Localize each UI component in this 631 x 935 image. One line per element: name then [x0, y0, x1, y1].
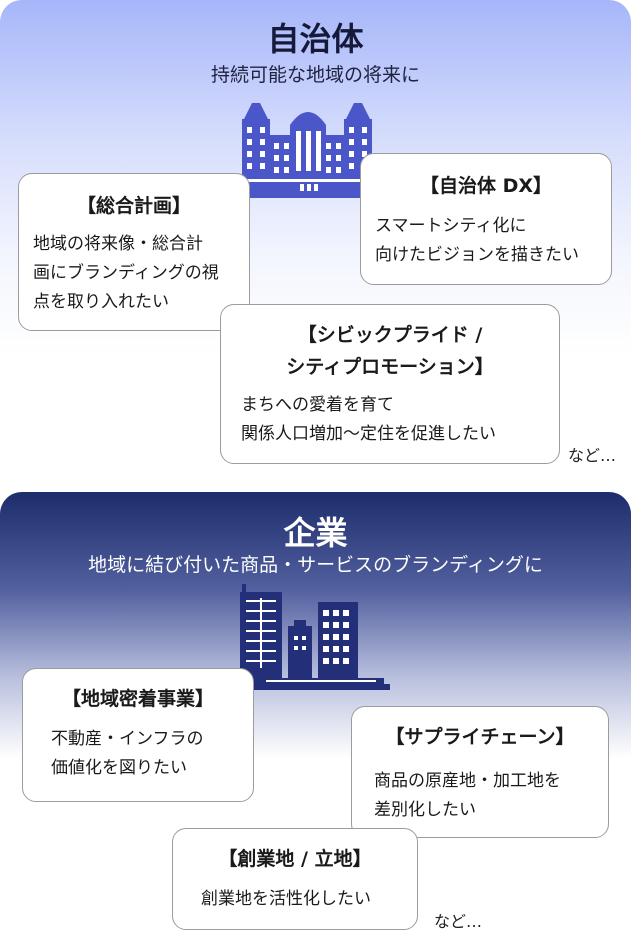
etc-label: など… [568, 446, 617, 465]
office-buildings-icon [228, 584, 390, 690]
card-title: 【サプライチェーン】 [385, 726, 575, 748]
card-body: まちへの愛着を育て 関係人口増加〜定住を促進したい [241, 395, 496, 444]
card-civic-pride: 【シビックプライド / シティプロモーション】 まちへの愛着を育て 関係人口増加… [220, 304, 560, 464]
corporate-title: 企業 [283, 514, 348, 552]
card-title: 【総合計画】 [76, 195, 191, 217]
card-title: 【創業地 / 立地】 [218, 848, 372, 870]
corporate-section: 企業 地域に結び付いた商品・サービスのブランディングに [0, 492, 631, 935]
card-founding-site: 【創業地 / 立地】 創業地を活性化したい [172, 828, 418, 930]
government-section: 自治体 持続可能な地域の将来に [0, 0, 631, 475]
card-municipal-dx: 【自治体 DX】 スマートシティ化に 向けたビジョンを描きたい [360, 153, 612, 285]
etc-label: など… [434, 912, 483, 931]
card-title: 【地域密着事業】 [61, 688, 214, 710]
card-body: 創業地を活性化したい [201, 889, 371, 909]
card-local-business: 【地域密着事業】 不動産・インフラの 価値化を図りたい [22, 668, 254, 802]
card-title: 【シビックプライド / シティプロモーション】 [286, 324, 494, 378]
card-body: スマートシティ化に 向けたビジョンを描きたい [375, 216, 579, 265]
card-supply-chain: 【サプライチェーン】 商品の原産地・加工地を 差別化したい [351, 706, 609, 838]
card-body: 不動産・インフラの 価値化を図りたい [51, 729, 204, 778]
card-body: 地域の将来像・総合計 画にブランディングの視 点を取り入れたい [33, 234, 219, 312]
card-comprehensive-plan: 【総合計画】 地域の将来像・総合計 画にブランディングの視 点を取り入れたい [18, 173, 250, 331]
corporate-subtitle: 地域に結び付いた商品・サービスのブランディングに [88, 554, 543, 576]
government-subtitle: 持続可能な地域の将来に [210, 64, 420, 86]
card-title: 【自治体 DX】 [419, 175, 553, 197]
government-title: 自治体 [267, 20, 364, 58]
card-body: 商品の原産地・加工地を 差別化したい [374, 771, 561, 820]
